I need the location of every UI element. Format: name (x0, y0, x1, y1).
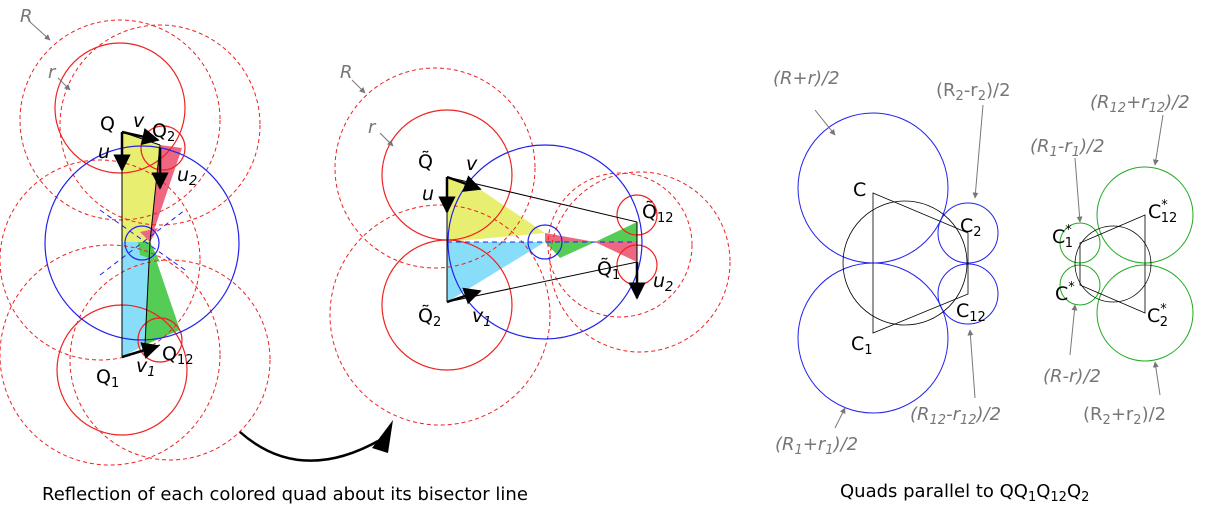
label-R-minus-r: (R-r)/2 (1043, 366, 1101, 387)
pointer (1152, 361, 1161, 396)
arrow-v1 (121, 342, 160, 359)
label-R12-minus-r12: (R12-r12)/2 (910, 404, 1001, 428)
label-r: r (48, 62, 57, 83)
pointer (967, 329, 976, 399)
cyan-quad (122, 242, 150, 357)
label-R12-plus-r12: (R12+r12)/2 (1090, 92, 1190, 116)
label-Q1-tilde: Q̃1 (597, 258, 620, 283)
yellow-quad (122, 132, 160, 242)
label-Q-tilde: Q̃ (418, 151, 433, 173)
dashed-circle (0, 159, 201, 361)
dashed-circle (19, 19, 221, 221)
solid-circle (140, 125, 186, 171)
edge (149, 144, 161, 243)
label-R1-plus-r1: (R1+r1)/2 (775, 434, 858, 458)
blue-small-circle (124, 225, 160, 261)
arrow-v (446, 175, 482, 192)
panel-b-reflected-quads: R r Q̃ v u Q̃12 Q̃1 u2 Q̃2 v1 (329, 62, 731, 426)
pointer (1074, 157, 1083, 223)
label-C2-star: C*2 (1147, 302, 1168, 330)
yellow-quad (447, 177, 545, 242)
label-u: u (98, 141, 110, 163)
label-C: C (853, 179, 866, 201)
pointer (834, 407, 846, 429)
pointer (57, 77, 71, 91)
label-R1-minus-r1: (R1-r1)/2 (1030, 136, 1105, 160)
label-C1-star: C*1 (1052, 223, 1073, 251)
label-R-plus-r: (R+r)/2 (773, 68, 840, 89)
label-Q2: Q2 (152, 120, 175, 145)
pointer (814, 109, 836, 136)
dashed-circle (334, 67, 536, 269)
label-C-star: C* (1055, 280, 1075, 305)
inner-circle (842, 200, 968, 326)
curved-arrow (239, 431, 381, 462)
green-quad (545, 242, 595, 258)
label-u2: u2 (653, 270, 673, 295)
label-r: r (368, 117, 377, 138)
solid-circle (54, 42, 186, 174)
label-Q2-tilde: Q̃2 (418, 305, 441, 330)
label-v1: v1 (136, 355, 156, 380)
quad-star (1079, 214, 1146, 314)
cyan-quad (447, 242, 545, 302)
label-Q: Q (100, 113, 115, 135)
label-Q12-tilde: Q̃12 (642, 201, 674, 226)
arrow-v (121, 128, 160, 146)
pointer (1152, 114, 1164, 166)
label-R2-minus-r2: (R2-r2)/2 (936, 80, 1011, 104)
pointer (351, 79, 366, 94)
curved-arrow-head (372, 420, 393, 453)
caption-left: Reflection of each colored quad about it… (42, 484, 528, 505)
label-R: R (20, 6, 33, 27)
dashed-circle (549, 171, 731, 353)
label-C12-star: C*12 (1148, 198, 1177, 226)
green-center (138, 242, 160, 262)
pink-quad (545, 233, 595, 242)
label-C12: C12 (956, 300, 986, 325)
arrow-v1 (446, 287, 482, 305)
dashed-circle (329, 204, 551, 426)
pink-center (140, 228, 158, 242)
dashed-circle (0, 244, 221, 466)
label-R: R (340, 62, 353, 83)
panel-d-star-centers: (R12+r12)/2 (R1-r1)/2 C*12 C*1 C* C*2 (R… (1030, 92, 1194, 428)
pointer (972, 104, 984, 199)
green-right (595, 222, 637, 242)
dashed-circle (547, 172, 693, 318)
dashed-circle (69, 259, 271, 461)
panel-c-centers: (R+r)/2 (R2-r2)/2 C C2 C12 C1 (R12-r12)/… (773, 68, 1011, 458)
label-C2: C2 (960, 215, 982, 240)
pointer (1069, 304, 1078, 356)
inner-circle (1074, 225, 1152, 303)
pointer (29, 21, 51, 41)
caption-right: Quads parallel to QQ1Q12Q2 (840, 481, 1089, 505)
label-Q12: Q12 (162, 343, 194, 368)
label-u: u (422, 183, 434, 205)
pink-right (595, 242, 637, 262)
quad-CC2C12C1 (872, 192, 969, 334)
label-v1: v1 (472, 305, 492, 330)
dashed-circle (59, 24, 261, 226)
blue-circle (44, 145, 240, 341)
label-v: v (466, 153, 478, 175)
panel-a-original-quads: R r Q v Q2 u u2 Q1 v1 Q12 (0, 6, 271, 466)
edge (144, 241, 151, 346)
label-v: v (133, 110, 145, 132)
label-R2-plus-r2: (R2+r2)/2 (1083, 404, 1166, 428)
label-Q1: Q1 (96, 366, 119, 391)
label-C1: C1 (851, 333, 873, 358)
pointer (379, 132, 394, 147)
label-u2: u2 (177, 164, 197, 189)
